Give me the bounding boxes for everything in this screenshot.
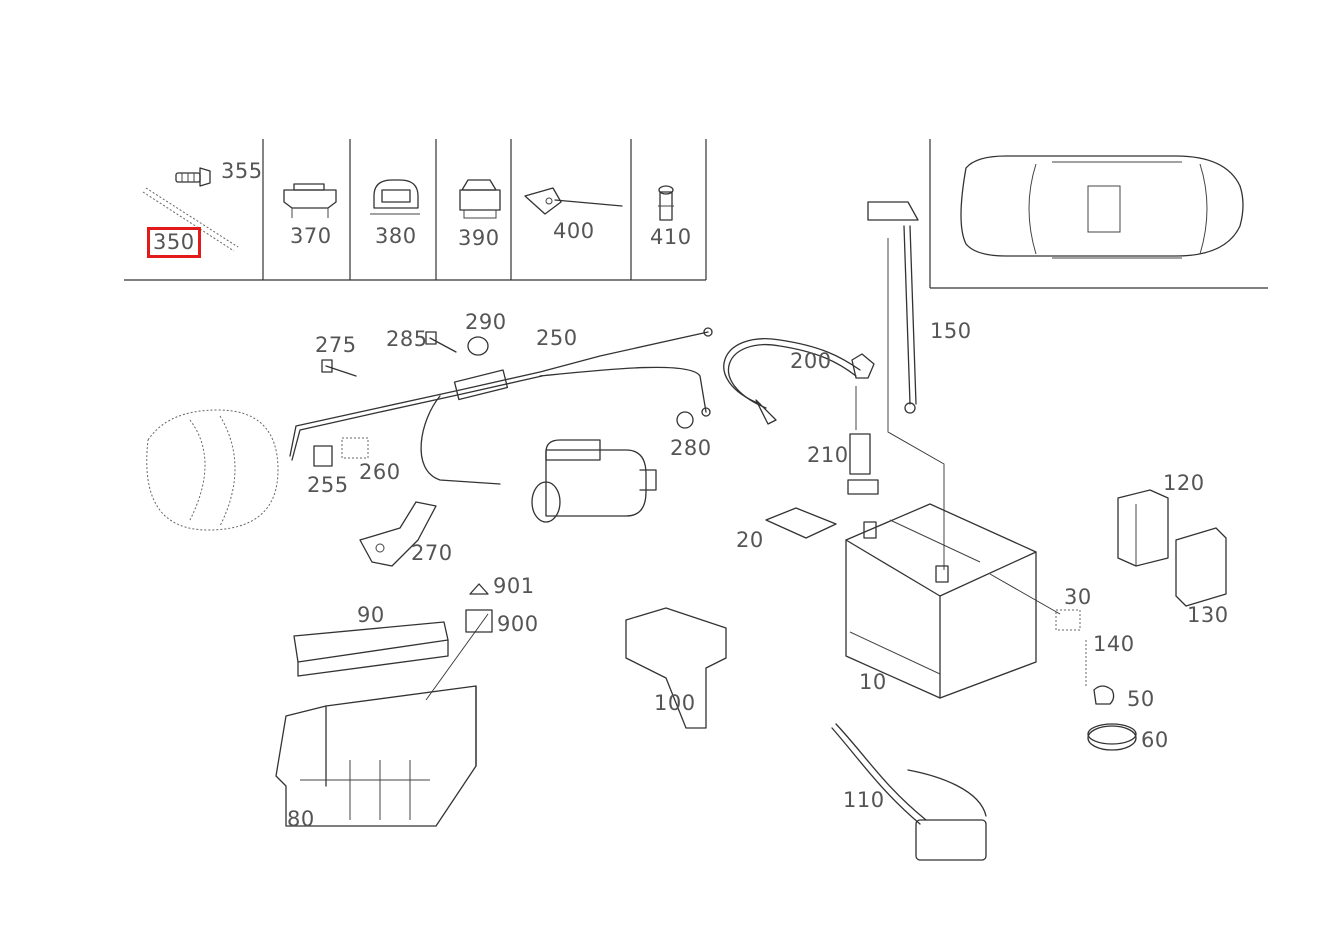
label-250[interactable]: 250 — [536, 326, 578, 350]
label-140[interactable]: 140 — [1093, 632, 1135, 656]
battery-10[interactable] — [845, 503, 1037, 699]
terminal-210[interactable] — [847, 353, 879, 495]
label-60[interactable]: 60 — [1141, 728, 1169, 752]
label-30[interactable]: 30 — [1064, 585, 1092, 609]
bracket-icon[interactable] — [524, 187, 623, 215]
label-255[interactable]: 255 — [307, 473, 349, 497]
main-cable-250[interactable] — [289, 327, 713, 485]
cable-200[interactable] — [723, 338, 861, 425]
clip-icon[interactable] — [370, 179, 420, 215]
part-20[interactable] — [765, 507, 837, 539]
bracket-270[interactable] — [359, 501, 437, 567]
label-10[interactable]: 10 — [859, 670, 887, 694]
label-260[interactable]: 260 — [359, 460, 401, 484]
label-110[interactable]: 110 — [843, 788, 885, 812]
label-290[interactable]: 290 — [465, 310, 507, 334]
leader-lines — [425, 238, 945, 701]
label-355[interactable]: 355 — [221, 159, 263, 183]
harness-110[interactable] — [831, 723, 987, 861]
label-275[interactable]: 275 — [315, 333, 357, 357]
part-100[interactable] — [625, 607, 727, 729]
label-20[interactable]: 20 — [736, 528, 764, 552]
label-370[interactable]: 370 — [290, 224, 332, 248]
label-210[interactable]: 210 — [807, 443, 849, 467]
label-80[interactable]: 80 — [287, 807, 315, 831]
clip-icon[interactable] — [459, 179, 501, 219]
clip-icon[interactable] — [283, 183, 337, 218]
label-901[interactable]: 901 — [493, 574, 535, 598]
vent-parts[interactable] — [989, 573, 1137, 751]
part-120[interactable] — [1117, 489, 1169, 567]
fusebox-cover-90[interactable] — [293, 621, 449, 677]
label-380[interactable]: 380 — [375, 224, 417, 248]
alternator — [146, 409, 279, 531]
starter-motor — [531, 439, 657, 523]
label-90[interactable]: 90 — [357, 603, 385, 627]
part-130[interactable] — [1175, 527, 1227, 607]
label-270[interactable]: 270 — [411, 541, 453, 565]
label-390[interactable]: 390 — [458, 226, 500, 250]
small-fasteners[interactable] — [313, 331, 694, 467]
spacer-icon[interactable] — [658, 185, 674, 221]
label-900[interactable]: 900 — [497, 612, 539, 636]
label-350[interactable]: 350 — [147, 227, 201, 258]
fusebox-80[interactable] — [275, 685, 477, 827]
label-280[interactable]: 280 — [670, 436, 712, 460]
label-100[interactable]: 100 — [654, 691, 696, 715]
label-285[interactable]: 285 — [386, 327, 428, 351]
label-400[interactable]: 400 — [553, 219, 595, 243]
label-150[interactable]: 150 — [930, 319, 972, 343]
label-50[interactable]: 50 — [1127, 687, 1155, 711]
cable-150[interactable] — [867, 201, 919, 414]
label-410[interactable]: 410 — [650, 225, 692, 249]
label-120[interactable]: 120 — [1163, 471, 1205, 495]
screw-icon[interactable] — [175, 167, 211, 187]
fuse-parts[interactable] — [465, 583, 493, 633]
inset-grid — [124, 139, 707, 281]
label-130[interactable]: 130 — [1187, 603, 1229, 627]
vehicle-top-view — [960, 155, 1244, 259]
vehicle-inset-frame — [929, 139, 1268, 289]
label-200[interactable]: 200 — [790, 349, 832, 373]
